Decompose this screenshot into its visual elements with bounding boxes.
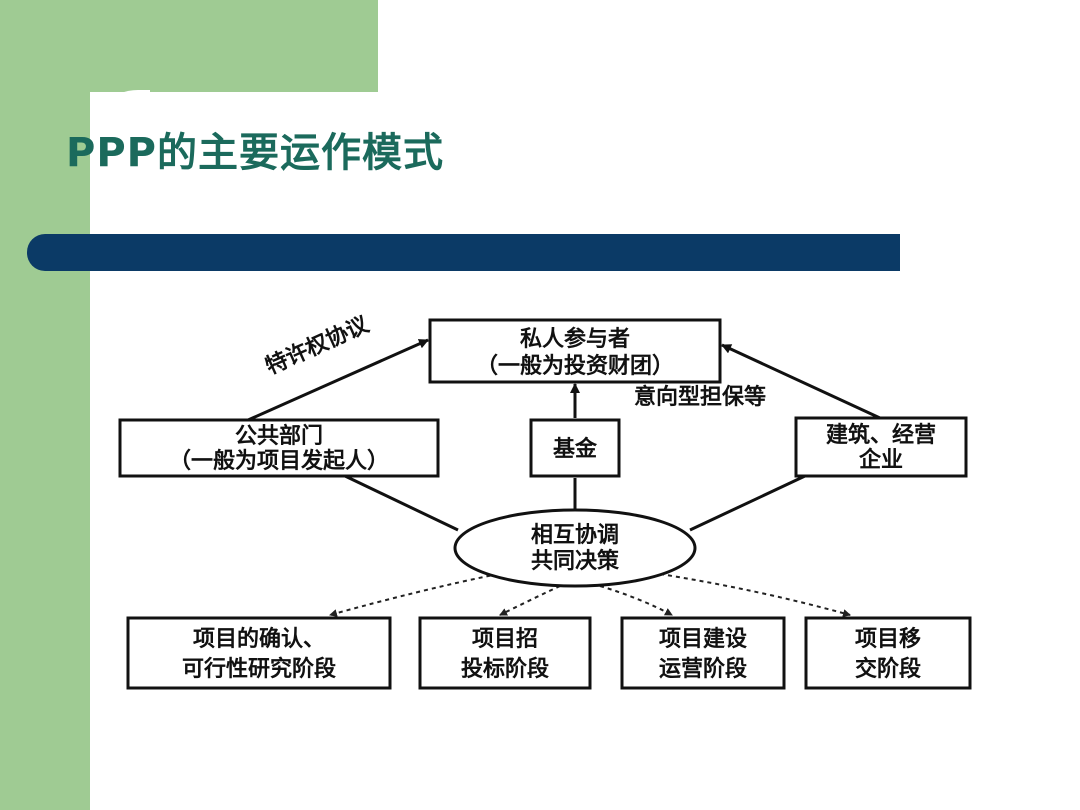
- public-sector-title: 公共部门: [235, 423, 323, 449]
- phase-4-dotted-arrow: [659, 573, 851, 617]
- phase-2-line2: 投标阶段: [461, 656, 549, 682]
- concession-label: 特许权协议: [262, 311, 374, 380]
- phase-2-dotted-arrow: [499, 585, 561, 616]
- fund-box: [529, 418, 621, 478]
- phase-4-line1: 项目移: [855, 626, 921, 652]
- guarantee-label: 意向型担保等: [634, 384, 766, 410]
- phase-2-line1: 项目招: [472, 627, 538, 652]
- phase-2-box: [418, 616, 592, 690]
- phase-4-box: [804, 616, 972, 690]
- private-participant-subtitle: （一般为投资财团）: [476, 353, 674, 379]
- phase-1-dotted-arrow: [329, 573, 499, 617]
- phase-3-line1: 项目建设: [659, 627, 747, 652]
- construction-box: [794, 416, 968, 478]
- phase-3-dotted-arrow: [599, 585, 673, 616]
- public-sector-box: [118, 418, 440, 478]
- green-side-band: [0, 0, 90, 810]
- construction-subtitle: 企业: [858, 447, 903, 473]
- title-underline-bar: [27, 234, 900, 271]
- phase-1-line1: 项目的确认、: [193, 626, 325, 652]
- private-participant-box: [428, 318, 722, 384]
- green-top-band: [0, 0, 378, 92]
- construction-title: 建筑、经营: [826, 422, 936, 448]
- center-public-line: [344, 474, 459, 532]
- fund-label: 基金: [553, 436, 598, 462]
- phase-4-line2: 交阶段: [855, 656, 921, 682]
- private-participant-title: 私人参与者: [520, 326, 630, 352]
- phase-3-line2: 运营阶段: [659, 656, 747, 682]
- coordination-ellipse: [453, 508, 697, 588]
- center-construction-line: [689, 474, 806, 532]
- phase-1-line2: 可行性研究阶段: [182, 656, 336, 682]
- coordination-line2: 共同决策: [531, 548, 620, 574]
- phase-3-box: [620, 616, 786, 690]
- construction-private-arrow: [721, 343, 881, 420]
- public-sector-subtitle: （一般为项目发起人）: [169, 448, 389, 474]
- public-private-arrow: [237, 338, 429, 429]
- phase-1-box: [126, 616, 392, 690]
- slide-title: PPP的主要运作模式: [66, 130, 444, 176]
- coordination-line1: 相互协调: [531, 523, 619, 548]
